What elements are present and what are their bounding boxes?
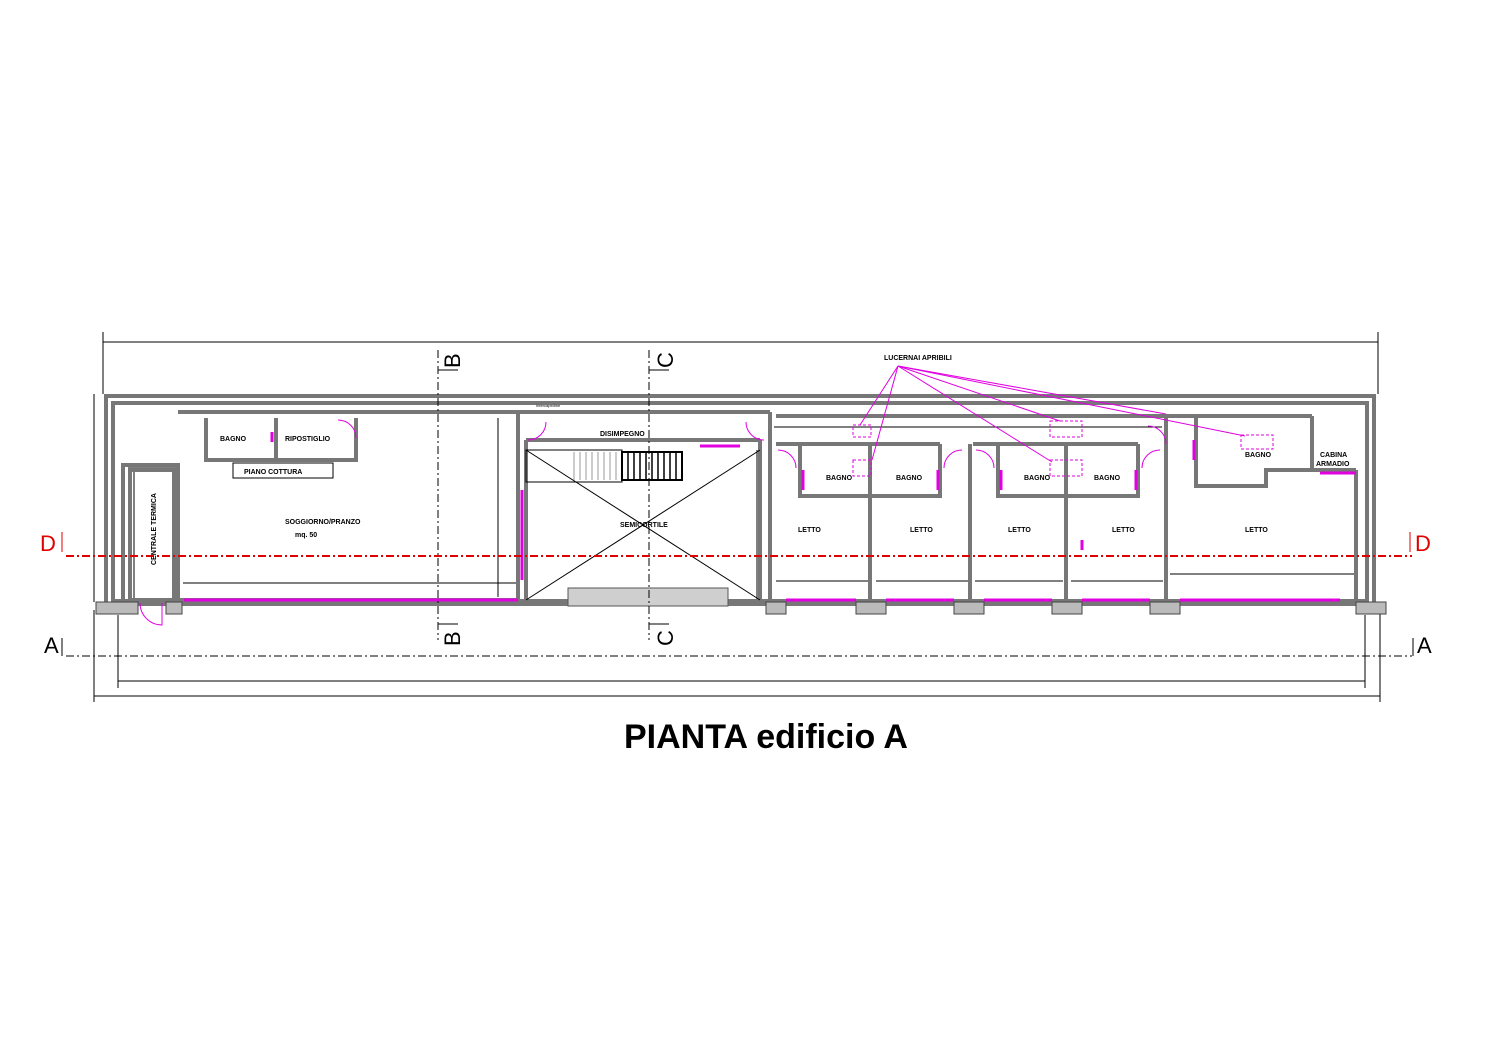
footing-piers [95, 601, 1387, 615]
building-walls [104, 394, 1376, 607]
section-d-right: D [1415, 531, 1431, 556]
section-a-left: A [44, 633, 59, 658]
room-label-letto-5: LETTO [1245, 527, 1268, 534]
section-a-right: A [1417, 633, 1432, 658]
windows-doors [139, 419, 1356, 626]
section-markers: B B C C A A D D [40, 352, 1432, 658]
room-label-piano-cottura: PIANO COTTURA [244, 469, 302, 476]
room-label-bagno-3: BAGNO [896, 475, 923, 482]
room-label-disimpegno: DISIMPEGNO [600, 431, 645, 438]
room-label-soggiorno: SOGGIORNO/PRANZO [285, 519, 361, 526]
room-label-centrale-termica: CENTRALE TERMICA [151, 493, 158, 565]
room-label-letto-2: LETTO [910, 527, 933, 534]
section-d-left: D [40, 531, 56, 556]
room-label-intercapedine: Intercapedine [536, 403, 561, 408]
room-label-bagno-5: BAGNO [1094, 475, 1121, 482]
room-label-letto-4: LETTO [1112, 527, 1135, 534]
skylights [852, 365, 1274, 477]
room-labels: BAGNO RIPOSTIGLIO PIANO COTTURA SOGGIORN… [151, 355, 1350, 565]
section-c-top: C [653, 352, 678, 368]
section-lines [61, 350, 1414, 657]
section-b-bottom: B [440, 631, 465, 646]
room-label-soggiorno-area: mq. 50 [295, 532, 317, 539]
room-label-bagno-6: BAGNO [1245, 452, 1272, 459]
room-label-armadio: ARMADIO [1316, 461, 1350, 468]
room-label-bagno: BAGNO [220, 436, 247, 443]
room-label-ripostiglio: RIPOSTIGLIO [285, 436, 331, 443]
drawing-title: PIANTA edificio A [624, 718, 908, 756]
room-label-bagno-2: BAGNO [826, 475, 853, 482]
section-c-bottom: C [653, 630, 678, 646]
label-lucernai: LUCERNAI APRIBILI [884, 355, 952, 362]
room-label-bagno-4: BAGNO [1024, 475, 1051, 482]
room-label-cabina: CABINA [1320, 452, 1347, 459]
section-b-top: B [440, 353, 465, 368]
room-label-semicortile: SEMICORTILE [620, 522, 668, 529]
room-label-letto-1: LETTO [798, 527, 821, 534]
room-label-letto-3: LETTO [1008, 527, 1031, 534]
dimension-lines [93, 332, 1381, 702]
